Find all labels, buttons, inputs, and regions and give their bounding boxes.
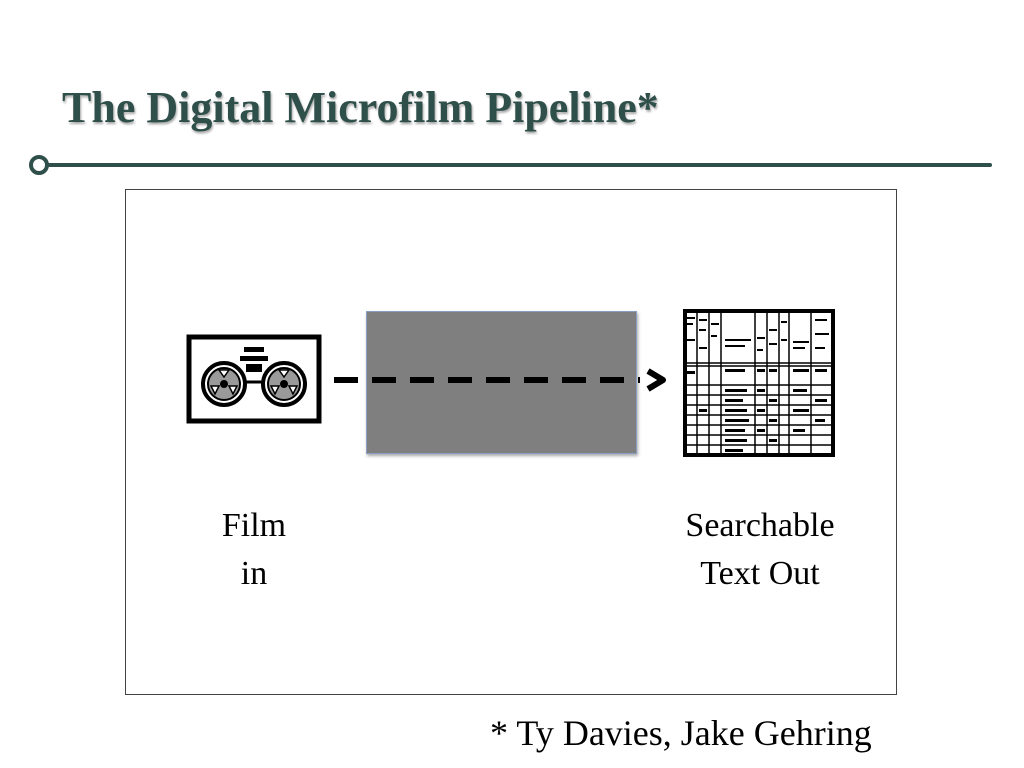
slide-title: The Digital Microfilm Pipeline* — [62, 83, 659, 132]
output-caption-line-1: Searchable — [685, 507, 835, 544]
output-caption: Searchable Text Out — [650, 502, 870, 598]
film-reel-icon — [186, 334, 322, 424]
credit-footnote: * Ty Davies, Jake Gehring — [490, 713, 872, 753]
diagram-frame — [125, 189, 897, 695]
title-rule-icon — [29, 155, 992, 175]
output-caption-line-2: Text Out — [700, 555, 820, 592]
dashed-arrow-icon — [334, 368, 666, 392]
census-table-icon — [683, 309, 835, 457]
input-caption-line-1: Film — [221, 507, 287, 544]
input-caption: Film in — [194, 502, 314, 598]
input-caption-line-2: in — [240, 555, 268, 592]
